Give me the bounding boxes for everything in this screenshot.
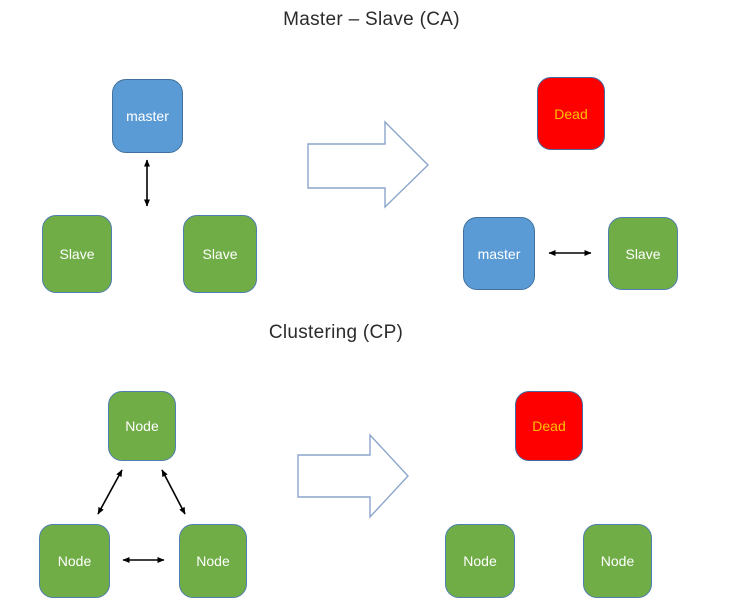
ca-transition-block-arrow: [307, 120, 429, 209]
cp-before-node-right-box: Node: [179, 524, 247, 598]
ca-before-master-box: master: [112, 79, 183, 153]
cp-before-node-top-box: Node: [108, 391, 176, 461]
cp-node-top-left-bidirectional-arrow: [97, 469, 123, 515]
ca-after-slave-box: Slave: [608, 217, 678, 290]
cp-node-top-right-bidirectional-arrow: [161, 469, 186, 515]
cp-after-dead-box: Dead: [515, 391, 583, 461]
ca-after-dead-box: Dead: [537, 77, 605, 150]
cp-transition-block-arrow: [297, 433, 409, 519]
cp-before-node-left-box: Node: [39, 524, 110, 598]
ca-after-master-box: master: [463, 217, 535, 290]
cp-after-node-left-box: Node: [445, 524, 515, 598]
section-title-master-slave-ca: Master – Slave (CA): [283, 9, 460, 30]
ca-before-slave-right-box: Slave: [183, 215, 257, 293]
section-title-clustering-cp: Clustering (CP): [268, 322, 404, 343]
ca-before-slave-left-box: Slave: [42, 215, 112, 293]
cp-after-node-right-box: Node: [583, 524, 652, 598]
